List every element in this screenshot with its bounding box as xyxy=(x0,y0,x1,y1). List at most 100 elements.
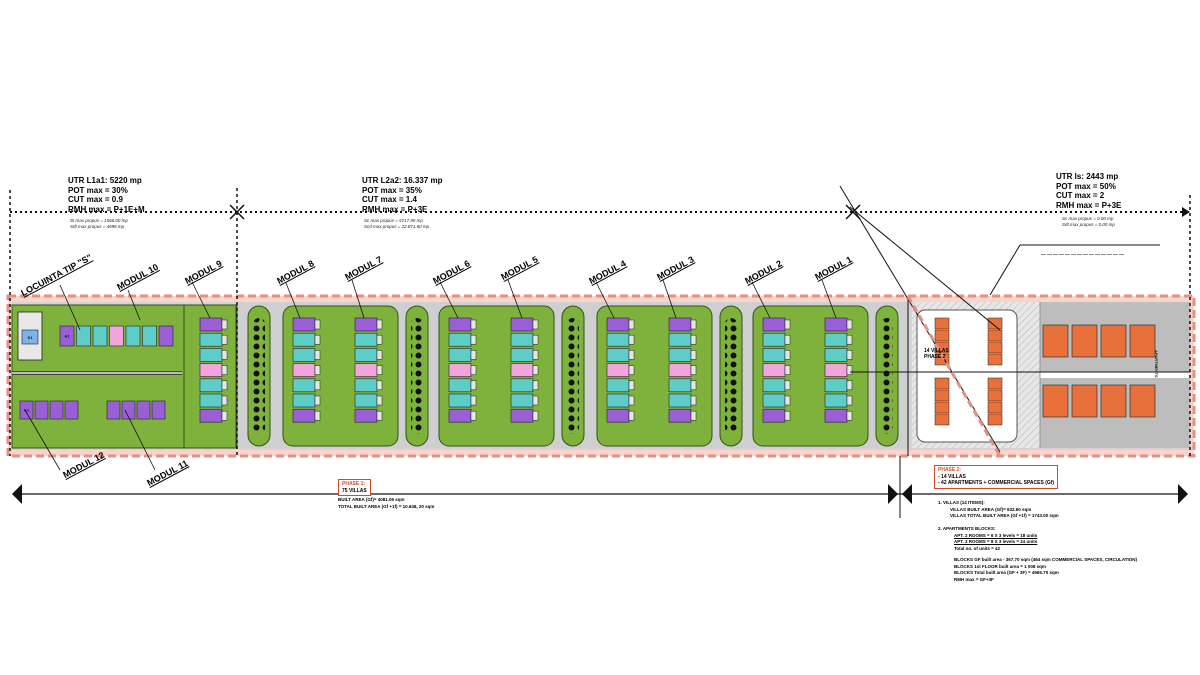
villa-unit xyxy=(762,408,786,423)
villa-unit xyxy=(824,363,848,377)
top-right-label: —————————————— xyxy=(1041,252,1125,258)
utr-l1a1-cut: CUT max = 0.9 xyxy=(68,195,123,204)
villa-unit xyxy=(354,393,378,408)
villa-unit xyxy=(292,393,316,408)
villa-unit xyxy=(606,393,630,408)
villa-unit xyxy=(762,317,786,332)
unit-code: A1 xyxy=(64,334,70,339)
villa-unit xyxy=(448,348,472,362)
villa-unit xyxy=(762,378,786,393)
apartment-block xyxy=(1100,324,1127,358)
villa-unit xyxy=(106,400,121,420)
utr-l1a1-note-2: Sdt max propus = 4698 mp xyxy=(70,224,125,229)
phase2-title: PHASE 2: xyxy=(938,467,962,473)
villa-unit xyxy=(199,363,223,377)
phase1-title: PHASE 1: xyxy=(342,481,366,487)
utr-is-note-2: Sdt max propus = 0.00 mp xyxy=(1062,222,1115,227)
utr-l2a2-title: UTR L2a2: 16.337 mp xyxy=(362,176,443,185)
villa-unit xyxy=(121,400,136,420)
villa-unit xyxy=(92,325,108,347)
villa-unit xyxy=(64,400,79,420)
villa-unit xyxy=(125,325,141,347)
phase2-villas-total: VILLAS TOTAL BUILT AREA (Gf +1f) = 1743.… xyxy=(950,513,1059,518)
phase2-apt-3rooms: APT. 3 ROOMS = 8 X 3 levels = 24 units xyxy=(954,539,1038,544)
villa-unit xyxy=(606,317,630,332)
villa-unit xyxy=(448,378,472,393)
villa-unit xyxy=(668,317,692,332)
villa-unit xyxy=(606,408,630,423)
bottom-dimension xyxy=(12,456,1188,518)
villa-phase2 xyxy=(987,341,1003,354)
villa-unit xyxy=(606,332,630,347)
phase2-blocks-gf: BLOCKS GF built area - 367.70 sqm (464 s… xyxy=(954,557,1138,562)
villa-unit xyxy=(510,332,534,347)
villa-unit xyxy=(510,363,534,377)
apartment-block xyxy=(1100,384,1127,418)
villa-unit xyxy=(151,400,166,420)
phase2-line2: - 42 APARTMENTS + COMMERCIAL SPACES (Gf) xyxy=(938,480,1055,486)
villa-unit xyxy=(199,317,223,332)
villa-unit xyxy=(292,348,316,362)
apartments-label: APARTMENTS xyxy=(1154,350,1159,378)
phase2-buildings: APARTMENTS xyxy=(934,317,1159,426)
phase2-box: PHASE 2: - 14 VILLAS - 42 APARTMENTS + C… xyxy=(934,465,1059,489)
villa-unit xyxy=(158,325,174,347)
villa-unit xyxy=(448,408,472,423)
villa-phase2 xyxy=(987,401,1003,414)
villa-unit xyxy=(668,348,692,362)
phase1-built-area: BUILT AREA (Gf)= 4081.06 sqm xyxy=(338,497,405,502)
phase2-line1: - 14 VILLAS xyxy=(938,473,966,480)
apartment-block xyxy=(1129,384,1156,418)
apartment-block xyxy=(1042,324,1069,358)
villa-unit xyxy=(142,325,157,347)
utr-l1a1-rmh: RMH max = P+1E+M xyxy=(68,204,145,214)
villa-phase2 xyxy=(934,317,950,330)
phase-divider xyxy=(906,295,1002,457)
villa-phase2 xyxy=(987,317,1003,330)
villa-unit xyxy=(824,378,848,393)
phase2-villas-header: 1. VILLAS (14 ITEMS): xyxy=(938,500,985,505)
phase2-blocks-stats: BLOCKS GF built area - 367.70 sqm (464 s… xyxy=(954,557,1198,583)
module-groups xyxy=(199,305,899,447)
villa-unit xyxy=(19,400,34,420)
villa-unit xyxy=(606,348,630,362)
phase2-villas-stats: 1. VILLAS (14 ITEMS): VILLAS BUILT AREA … xyxy=(938,500,1059,520)
unit-s1 xyxy=(21,329,39,345)
villa-unit xyxy=(109,325,124,347)
villa-unit xyxy=(199,393,223,408)
villa-unit xyxy=(510,408,534,423)
villa-unit xyxy=(76,325,91,347)
villa-phase2 xyxy=(934,401,950,414)
phase1-box: PHASE 1: 75 VILLAS xyxy=(338,479,371,496)
top-dimension xyxy=(9,188,1191,456)
utr-l2a2: UTR L2a2: 16.337 mp POT max = 35% CUT ma… xyxy=(362,176,442,214)
phase1-total-built-area: TOTAL BUILT AREA (Gf +1f) = 10.648, 20 s… xyxy=(338,503,435,509)
villa-phase2 xyxy=(934,389,950,402)
villa-unit xyxy=(34,400,49,420)
trees xyxy=(567,318,579,434)
utr-is-rmh: RMH max = P+3E xyxy=(1056,200,1122,210)
utr-l1a1: UTR L1a1: 5220 mp POT max = 30% CUT max … xyxy=(68,176,145,214)
villa-unit xyxy=(354,378,378,393)
villas-phase-text: PHASE 2 xyxy=(924,354,946,360)
phase2-blocks-1st: BLOCKS 1st FLOOR built area = 1 008 sqm xyxy=(954,563,1046,569)
villa-unit xyxy=(292,363,316,377)
villa-unit xyxy=(354,363,378,377)
villa-unit xyxy=(762,332,786,347)
phase2-apt-total: Total no. of units = 42 xyxy=(954,545,1001,551)
apartment-block xyxy=(1129,324,1156,358)
villa-unit xyxy=(448,332,472,347)
trees xyxy=(253,318,265,434)
utr-is-title: UTR Is: 2443 mp xyxy=(1056,172,1119,181)
villas-label: 14 VILLAS PHASE 2 xyxy=(924,348,949,360)
villa-unit xyxy=(510,348,534,362)
utr-l1a1-note-1: St max propus = 1566.00 mp xyxy=(70,218,128,223)
unit-code-s1: S1 xyxy=(28,335,34,340)
villa-unit xyxy=(668,332,692,347)
utr-l2a2-rmh: RMH max = P+3E xyxy=(362,204,428,214)
trees xyxy=(725,318,737,434)
utr-is-notes: Sc max propus = 0.00 mp Sdt max propus =… xyxy=(1062,216,1115,228)
villa-unit xyxy=(510,378,534,393)
